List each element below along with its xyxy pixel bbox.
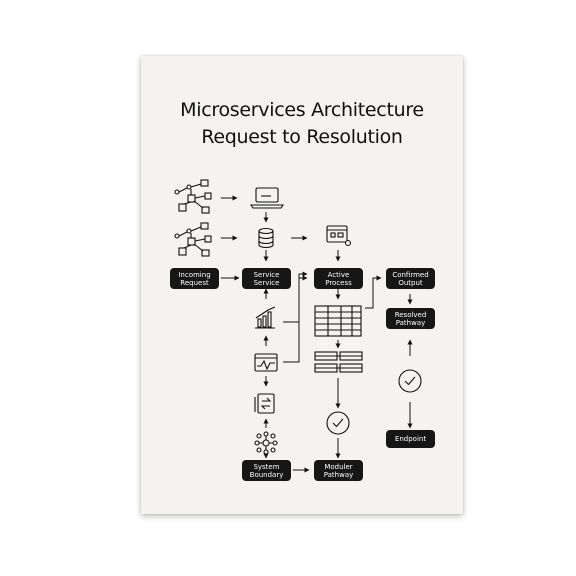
network-icon xyxy=(174,222,212,257)
database-icon xyxy=(258,227,274,249)
sync-icon xyxy=(254,393,275,414)
diagram-canvas xyxy=(174,179,422,473)
node-endpoint: Endpoint xyxy=(386,430,435,448)
dashboard-icon xyxy=(326,225,352,247)
node-resolved-pathway: Resolved Pathway xyxy=(386,308,435,329)
node-service-service: Service Service xyxy=(242,268,291,289)
hub-icon xyxy=(254,431,278,455)
page-title: Microservices Architecture Request to Re… xyxy=(141,97,463,151)
node-system-boundary: System Boundary xyxy=(242,460,291,481)
network-icon xyxy=(174,179,212,214)
node-incoming-request: Incoming Request xyxy=(170,268,219,289)
node-confirmed-output: Confirmed Output xyxy=(386,268,435,289)
poster: Microservices Architecture Request to Re… xyxy=(141,56,463,514)
list-stack-icon xyxy=(314,351,363,373)
bar-chart-icon xyxy=(255,306,276,329)
node-moduler-pathway: Moduler Pathway xyxy=(314,460,363,481)
title-line-1: Microservices Architecture xyxy=(180,99,424,121)
node-active-process: Active Process xyxy=(314,268,363,289)
check-circle-icon xyxy=(398,369,422,393)
table-icon xyxy=(314,305,362,337)
monitor-window-icon xyxy=(254,353,278,372)
title-line-2: Request to Resolution xyxy=(201,126,403,148)
laptop-icon xyxy=(249,187,285,209)
check-circle-icon xyxy=(326,411,350,435)
